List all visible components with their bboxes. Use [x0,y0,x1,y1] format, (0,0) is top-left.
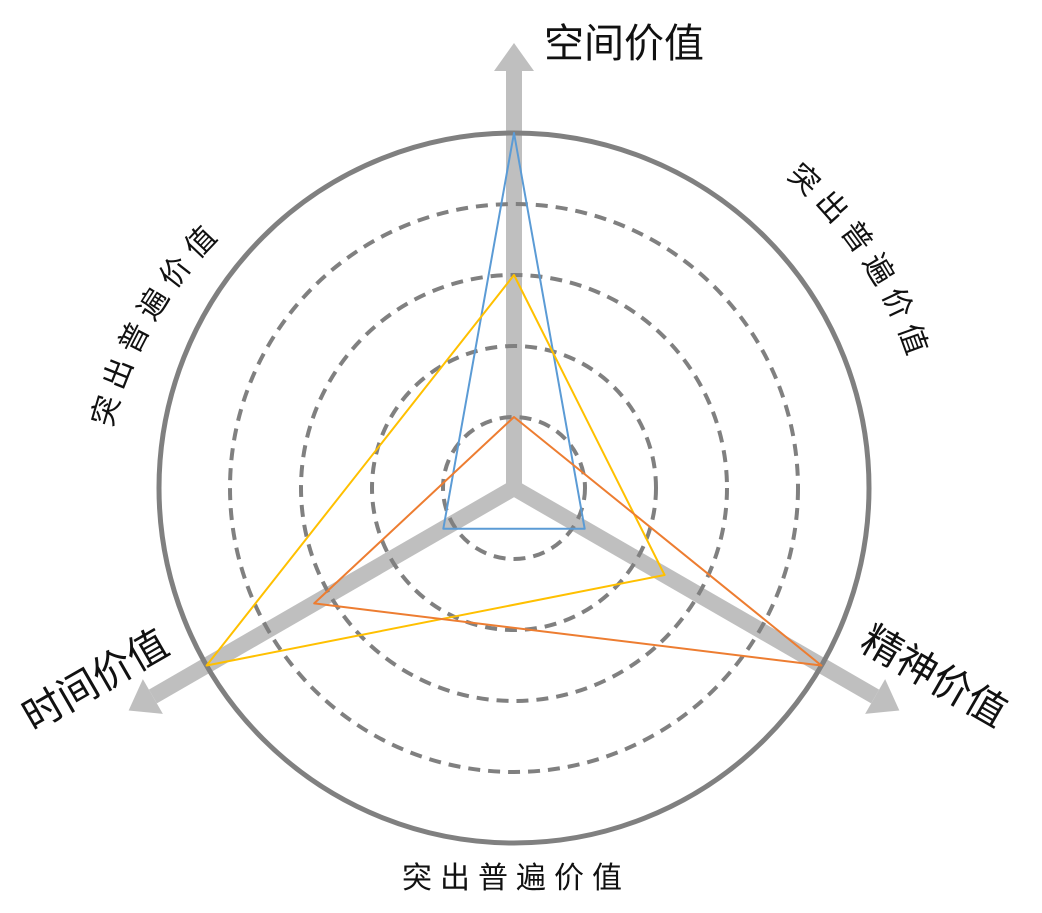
axis-label-space: 空间价值 [544,21,704,67]
series-triangle-2 [205,274,666,667]
axes [128,43,900,714]
dashed-ring-2 [370,344,658,632]
ring-label-right: 突出普遍价值 [781,157,937,367]
axis-label-spirit: 精神价值 [853,617,1015,737]
axis-shaft-spirit [509,481,880,704]
ring-label-left: 突出普遍价值 [86,214,230,430]
ring-label-left-text: 突出普遍价值 [86,214,222,430]
axis-arrowhead-spirit [865,679,900,714]
series-triangle-1 [442,132,586,530]
axis-label-time: 时间价值 [15,621,177,741]
series-triangle-3 [313,416,823,667]
dashed-ring-1 [441,415,587,561]
axis-arrowhead-time [128,679,163,714]
dashed-ring-4 [228,202,800,774]
series-polygons [205,132,823,667]
ring-label-bottom: 突出普遍价值 [402,861,630,896]
axis-arrowhead-space [494,43,534,71]
ring-label-right-text: 突出普遍价值 [781,157,929,367]
